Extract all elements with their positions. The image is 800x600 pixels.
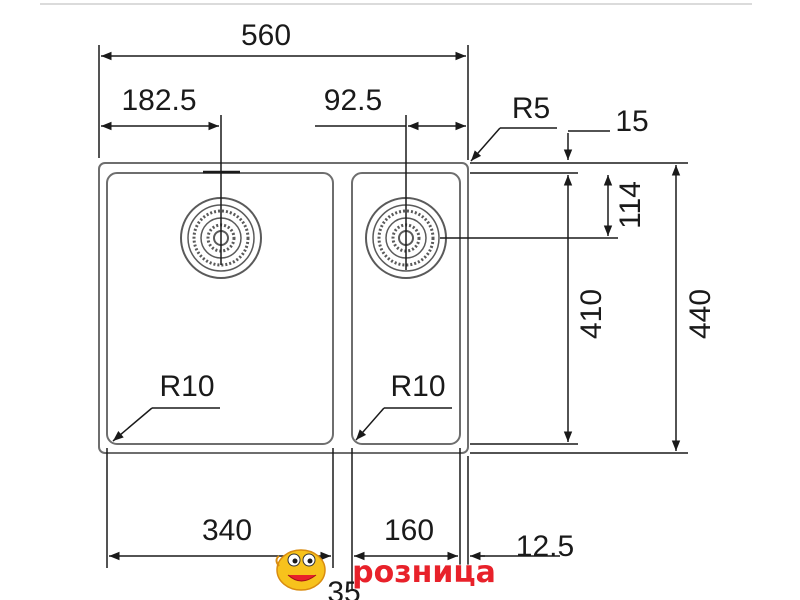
divider-width-label: 35 bbox=[327, 576, 360, 600]
drain-depth-label: 114 bbox=[614, 181, 647, 229]
right-bowl-width-label: 160 bbox=[384, 514, 434, 547]
right-bowl-radius-label: R10 bbox=[390, 370, 445, 403]
rozniza-watermark-logo: розница bbox=[275, 549, 496, 591]
mascot-icon bbox=[275, 549, 326, 591]
overall-width-label: 560 bbox=[241, 19, 291, 52]
r5-leader bbox=[470, 127, 501, 162]
right-rim-label: 12.5 bbox=[516, 530, 574, 563]
left-drain-offset-label: 182.5 bbox=[121, 84, 196, 117]
left-bowl-radius-label: R10 bbox=[159, 370, 214, 403]
left-r10-leader bbox=[112, 407, 153, 442]
logo-wordmark: розница bbox=[352, 555, 496, 590]
sink-outline bbox=[98, 162, 469, 454]
bowl-depth-label: 410 bbox=[575, 289, 608, 339]
left-bowl bbox=[106, 172, 334, 445]
left-bowl-width-label: 340 bbox=[202, 514, 252, 547]
rim-thickness-label: 15 bbox=[615, 105, 648, 138]
dimension-lines bbox=[98, 45, 688, 590]
outer-radius-label: R5 bbox=[512, 92, 550, 125]
sink-outer-rim bbox=[98, 162, 469, 454]
right-r10-leader bbox=[355, 407, 385, 441]
right-drain-offset-label: 92.5 bbox=[324, 84, 382, 117]
overall-depth-label: 440 bbox=[684, 289, 717, 339]
